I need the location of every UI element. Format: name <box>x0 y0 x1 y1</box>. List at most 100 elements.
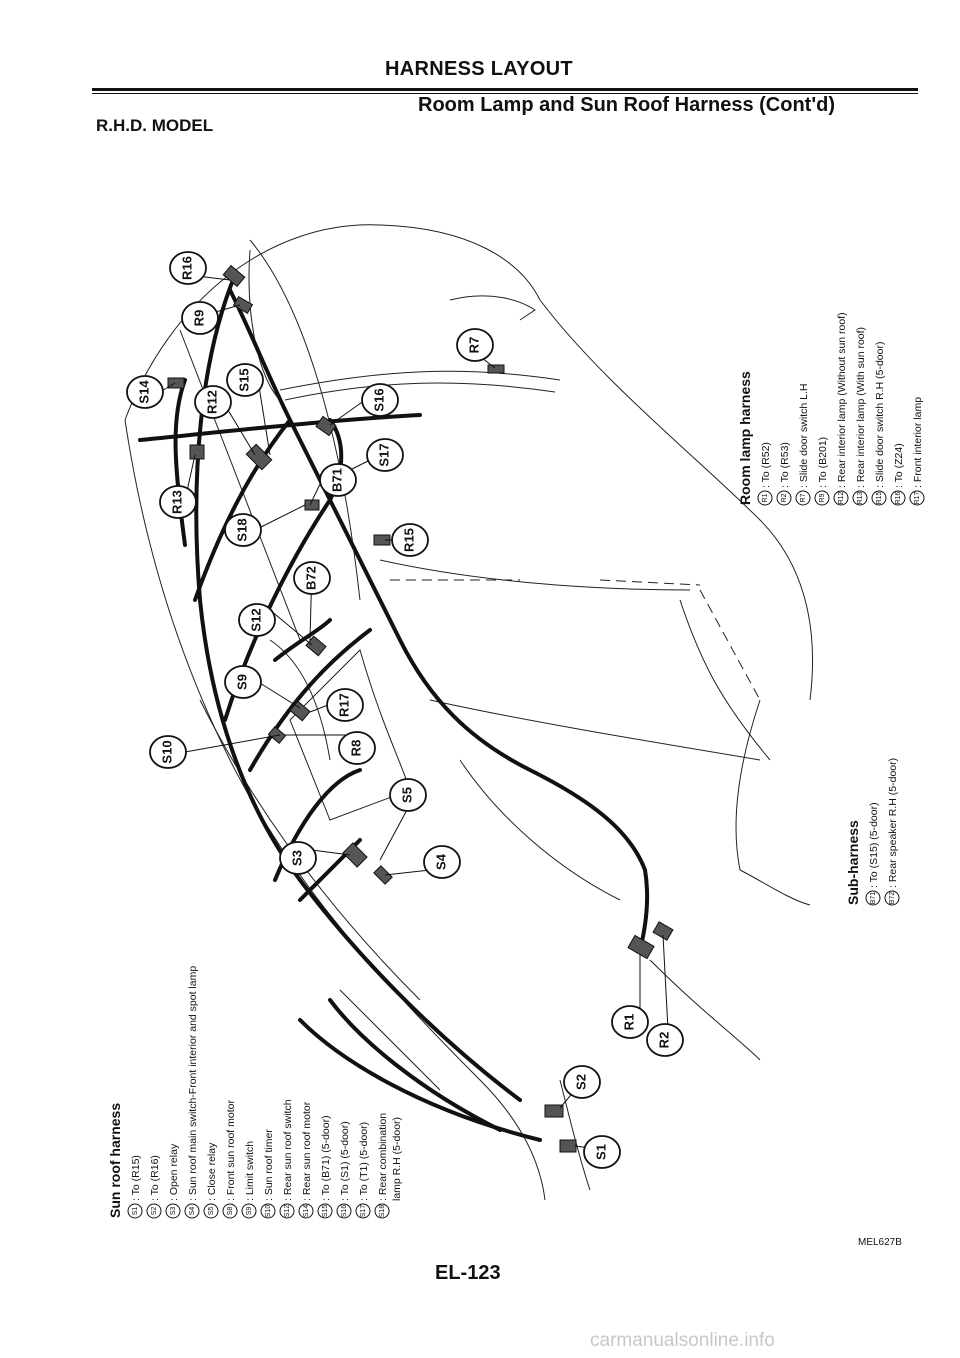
svg-text:lamp R.H (5-door): lamp R.H (5-door) <box>391 1117 403 1201</box>
connector-s1: S1 <box>583 1135 621 1169</box>
svg-text:R9: R9 <box>191 310 206 327</box>
svg-text:R2: R2 <box>781 493 788 502</box>
connector-bodies <box>167 264 674 1153</box>
svg-text:S12: S12 <box>284 1205 291 1218</box>
svg-text:S17: S17 <box>376 443 391 466</box>
svg-text:: To (Z24): : To (Z24) <box>893 443 905 488</box>
model-label: R.H.D. MODEL <box>96 116 214 135</box>
svg-text:: To (T1) (5-door): : To (T1) (5-door) <box>358 1122 370 1201</box>
connector-r9: R9 <box>181 301 219 335</box>
svg-text:R16: R16 <box>179 256 194 280</box>
svg-text:R17: R17 <box>336 693 351 717</box>
sun-roof-legend: Sun roof harness S1 : To (R15) S2 : To (R1… <box>107 966 403 1219</box>
sun-roof-legend-items: S1 : To (R15) S2 : To (R16) S3 : Open relay… <box>127 966 403 1219</box>
svg-text:S1: S1 <box>593 1144 608 1160</box>
svg-text:S15: S15 <box>322 1205 329 1218</box>
svg-text:: Rear sun roof motor: : Rear sun roof motor <box>301 1101 313 1201</box>
svg-text:B71: B71 <box>870 892 877 905</box>
svg-text:: Close relay: : Close relay <box>206 1142 218 1201</box>
connector-r17: R17 <box>326 688 364 722</box>
svg-text:S5: S5 <box>208 1207 215 1216</box>
svg-text:S9: S9 <box>246 1207 253 1216</box>
svg-text:R13: R13 <box>169 490 184 514</box>
svg-text:R8: R8 <box>348 740 363 757</box>
connector-s14: S14 <box>126 375 164 409</box>
svg-text:S14: S14 <box>303 1205 310 1218</box>
svg-text:R7: R7 <box>800 493 807 502</box>
connector-callouts: R16 R9 R7 S14 R12 S15 S16 S17 R13 S18 B7… <box>126 251 684 1169</box>
svg-text:S14: S14 <box>136 380 151 404</box>
svg-text:S3: S3 <box>289 850 304 866</box>
svg-text:R16: R16 <box>895 491 902 504</box>
svg-text:S5: S5 <box>399 787 414 803</box>
room-lamp-legend: Room lamp harness R1: To (R52) R2: To (R… <box>737 312 925 506</box>
svg-text:S15: S15 <box>236 368 251 391</box>
connector-r1: R1 <box>611 1005 649 1039</box>
svg-text:B71: B71 <box>329 468 344 492</box>
connector-s2: S2 <box>563 1065 601 1099</box>
connector-s12: S12 <box>238 603 276 637</box>
svg-text:B72: B72 <box>889 892 896 905</box>
room-lamp-legend-title: Room lamp harness <box>737 371 753 505</box>
sub-harness-legend: Sub-harness B71: To (S15) (5-door) B72: … <box>845 758 900 906</box>
connector-s18: S18 <box>224 513 262 547</box>
svg-text:R15: R15 <box>876 491 883 504</box>
connector-s10: S10 <box>149 735 187 769</box>
svg-text:R2: R2 <box>656 1032 671 1049</box>
svg-text:: Sun roof timer: : Sun roof timer <box>263 1129 275 1201</box>
svg-text:: Rear interior lamp (With sun: : Rear interior lamp (With sun roof) <box>855 327 867 488</box>
connector-r2: R2 <box>646 1023 684 1057</box>
svg-text:S4: S4 <box>189 1207 196 1216</box>
connector-r12: R12 <box>194 385 232 419</box>
svg-text:S16: S16 <box>371 388 386 411</box>
svg-text:R17: R17 <box>914 491 921 504</box>
connector-s16: S16 <box>361 383 399 417</box>
svg-text:R7: R7 <box>466 337 481 354</box>
watermark: carmanualsonline.info <box>590 1330 775 1351</box>
connector-s9: S9 <box>224 665 262 699</box>
connector-s15: S15 <box>226 363 264 397</box>
connector-b72: B72 <box>293 561 331 595</box>
svg-text:R1: R1 <box>762 493 769 502</box>
svg-text:: Open relay: : Open relay <box>168 1143 180 1201</box>
header-rule <box>92 88 918 91</box>
connector-r13: R13 <box>159 485 197 519</box>
svg-text:: To (R16): : To (R16) <box>149 1155 161 1201</box>
svg-text:S2: S2 <box>151 1207 158 1216</box>
connector-b71: B71 <box>319 463 357 497</box>
sub-harness-legend-items: B71 : To (S15) (5-door) B72 : Rear speaker… <box>865 758 900 906</box>
svg-text:: Rear speaker R.H (5-door): : Rear speaker R.H (5-door) <box>887 758 899 888</box>
svg-text:S8: S8 <box>227 1207 234 1216</box>
svg-text:S18: S18 <box>379 1205 386 1218</box>
connector-s4: S4 <box>423 845 461 879</box>
sun-roof-legend-title: Sun roof harness <box>107 1103 123 1218</box>
page-number: EL-123 <box>435 1262 501 1284</box>
svg-text:: To (S15) (5-door): : To (S15) (5-door) <box>868 802 880 888</box>
svg-text:: Sun roof main switch-Front i: : Sun roof main switch-Front interior an… <box>187 966 199 1201</box>
svg-text:S3: S3 <box>170 1207 177 1216</box>
svg-text:: Slide door switch L.H: : Slide door switch L.H <box>798 384 810 488</box>
connector-r7: R7 <box>456 328 494 362</box>
svg-text:S9: S9 <box>234 674 249 690</box>
svg-text:S18: S18 <box>234 518 249 541</box>
svg-text:: To (B201): : To (B201) <box>817 437 829 488</box>
svg-text:R12: R12 <box>838 491 845 504</box>
svg-text:: Rear combination: : Rear combination <box>377 1113 389 1201</box>
svg-text:: To (R15): : To (R15) <box>130 1155 142 1201</box>
connector-s5: S5 <box>389 778 427 812</box>
header-rule-thin <box>92 93 918 94</box>
page-title: HARNESS LAYOUT <box>385 58 573 80</box>
svg-text:R15: R15 <box>401 528 416 552</box>
svg-text:: Limit switch: : Limit switch <box>244 1141 256 1201</box>
svg-text:R13: R13 <box>857 491 864 504</box>
connector-s17: S17 <box>366 438 404 472</box>
svg-text:: Front sun roof motor: : Front sun roof motor <box>225 1100 237 1201</box>
svg-text:: Slide door switch R.H (5-doo: : Slide door switch R.H (5-door) <box>874 342 886 488</box>
svg-text:S10: S10 <box>159 740 174 763</box>
svg-text:R1: R1 <box>621 1014 636 1031</box>
connector-r16: R16 <box>169 251 207 285</box>
svg-text:B72: B72 <box>303 566 318 590</box>
svg-text:S1: S1 <box>132 1207 139 1216</box>
svg-text:S16: S16 <box>341 1205 348 1218</box>
